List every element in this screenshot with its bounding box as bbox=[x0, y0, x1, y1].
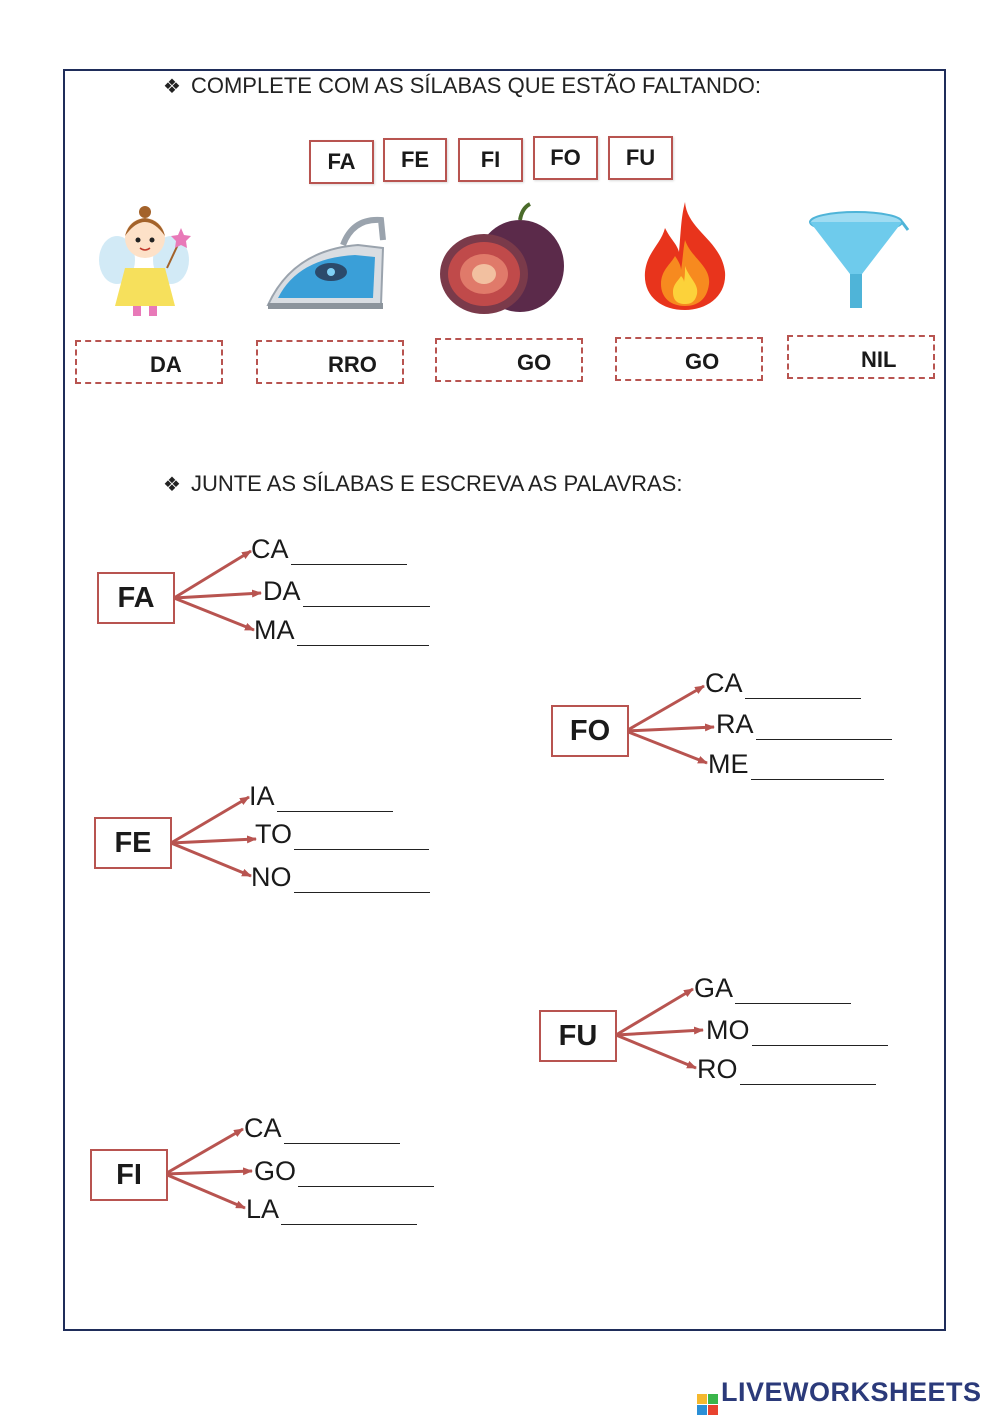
branch-fo-me: ME bbox=[708, 748, 884, 780]
branch-fa-ma: MA bbox=[254, 614, 429, 646]
branch-fo-ca: CA bbox=[705, 667, 861, 699]
write-line[interactable] bbox=[739, 1062, 876, 1085]
answer-box-fada: DA bbox=[75, 340, 223, 384]
instruction-junte: ❖ JUNTE AS SÍLABAS E ESCREVA AS PALAVRAS: bbox=[163, 471, 682, 497]
write-line[interactable] bbox=[290, 542, 407, 565]
bullet-icon: ❖ bbox=[163, 76, 181, 98]
answer-box-figo: GO bbox=[435, 338, 583, 382]
syllable-fa: FA bbox=[309, 140, 374, 184]
syllable-fi: FI bbox=[458, 138, 523, 182]
fairy-icon bbox=[99, 206, 191, 316]
answer-input-4[interactable] bbox=[625, 345, 689, 377]
group-box-fi: FI bbox=[90, 1149, 168, 1201]
syllable-fe: FE bbox=[383, 138, 447, 182]
answer-input-3[interactable] bbox=[445, 346, 509, 378]
answer-box-fogo: GO bbox=[615, 337, 763, 381]
answer-suffix-4: GO bbox=[685, 349, 720, 374]
branch-fe-ia: IA bbox=[249, 780, 393, 812]
liveworksheets-logo: LIVEWORKSHEETS bbox=[697, 1377, 982, 1415]
write-line[interactable] bbox=[751, 1023, 888, 1046]
instruction-complete-text: COMPLETE COM AS SÍLABAS QUE ESTÃO FALTAN… bbox=[190, 73, 762, 98]
group-box-fe: FE bbox=[94, 817, 172, 869]
syllable-fu: FU bbox=[608, 136, 673, 180]
funnel-icon bbox=[809, 211, 910, 308]
fig-icon bbox=[440, 202, 564, 314]
write-line[interactable] bbox=[755, 717, 892, 740]
instruction-complete: ❖ COMPLETE COM AS SÍLABAS QUE ESTÃO FALTA… bbox=[163, 73, 761, 99]
write-line[interactable] bbox=[750, 757, 884, 780]
branch-fu-ro: RO bbox=[697, 1053, 876, 1085]
branch-fe-no: NO bbox=[251, 861, 430, 893]
answer-box-funil: NIL bbox=[787, 335, 935, 379]
branch-fu-ga: GA bbox=[694, 972, 852, 1004]
branch-fa-ca: CA bbox=[251, 533, 407, 565]
answer-suffix-5: NIL bbox=[861, 347, 897, 372]
write-line[interactable] bbox=[302, 584, 430, 607]
write-line[interactable] bbox=[283, 1121, 400, 1144]
bullet-icon: ❖ bbox=[163, 474, 181, 496]
answer-suffix-1: DA bbox=[150, 352, 182, 377]
fire-icon bbox=[644, 202, 726, 310]
write-line[interactable] bbox=[735, 981, 852, 1004]
write-line[interactable] bbox=[276, 789, 393, 812]
group-box-fa: FA bbox=[97, 572, 175, 624]
group-box-fo: FO bbox=[551, 705, 629, 757]
branch-fu-mo: MO bbox=[706, 1014, 888, 1046]
branch-fa-da: DA bbox=[263, 575, 430, 607]
write-line[interactable] bbox=[281, 1202, 418, 1225]
syllable-fo: FO bbox=[533, 136, 598, 180]
answer-suffix-3: GO bbox=[517, 350, 552, 375]
answer-input-2[interactable] bbox=[266, 348, 330, 380]
answer-input-1[interactable] bbox=[85, 348, 149, 380]
worksheet-frame bbox=[63, 69, 946, 1331]
answer-input-5[interactable] bbox=[797, 343, 861, 375]
write-line[interactable] bbox=[294, 827, 430, 850]
write-line[interactable] bbox=[298, 1164, 435, 1187]
branch-fi-ca: CA bbox=[244, 1112, 400, 1144]
instruction-junte-text: JUNTE AS SÍLABAS E ESCREVA AS PALAVRAS: bbox=[190, 471, 683, 496]
answer-suffix-2: RRO bbox=[328, 352, 377, 377]
branch-fo-ra: RA bbox=[716, 708, 892, 740]
brand-name: LIVEWORKSHEETS bbox=[721, 1377, 982, 1407]
write-line[interactable] bbox=[293, 870, 430, 893]
write-line[interactable] bbox=[296, 623, 429, 646]
liveworksheets-mark-icon bbox=[697, 1394, 718, 1415]
write-line[interactable] bbox=[744, 676, 861, 699]
answer-box-ferro: RRO bbox=[256, 340, 404, 384]
branch-fi-go: GO bbox=[254, 1155, 435, 1187]
group-box-fu: FU bbox=[539, 1010, 617, 1062]
branch-fe-to: TO bbox=[255, 818, 430, 850]
iron-icon bbox=[266, 216, 386, 309]
branch-fi-la: LA bbox=[246, 1193, 418, 1225]
